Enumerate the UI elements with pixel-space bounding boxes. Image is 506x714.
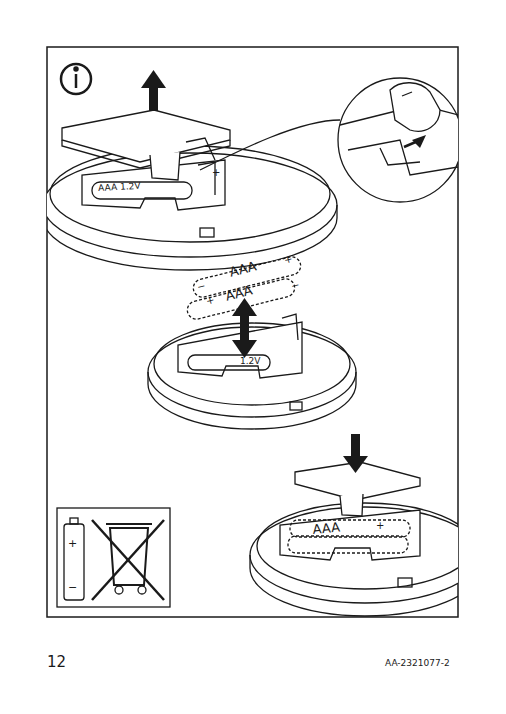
polarity-sign: + bbox=[376, 521, 384, 531]
battery-label: AAA bbox=[312, 521, 340, 536]
polarity-sign: + bbox=[68, 538, 77, 549]
polarity-sign: − bbox=[290, 280, 301, 292]
remote-device-bottom bbox=[250, 462, 458, 616]
polarity-sign: − bbox=[68, 582, 77, 593]
detail-circle bbox=[200, 78, 458, 202]
disposal-symbol bbox=[57, 508, 170, 607]
dashed-batteries bbox=[185, 255, 302, 321]
down-arrow bbox=[343, 434, 368, 473]
remote-device-middle bbox=[148, 255, 356, 429]
polarity-sign: + bbox=[212, 168, 220, 178]
battery-label: 1.2V bbox=[240, 357, 260, 366]
document-code: AA-2321077-2 bbox=[385, 659, 450, 668]
up-arrow bbox=[141, 70, 166, 112]
remote-device-top bbox=[47, 110, 337, 270]
double-arrow bbox=[232, 298, 257, 358]
page-number: 12 bbox=[47, 655, 66, 670]
info-icon bbox=[61, 64, 91, 94]
